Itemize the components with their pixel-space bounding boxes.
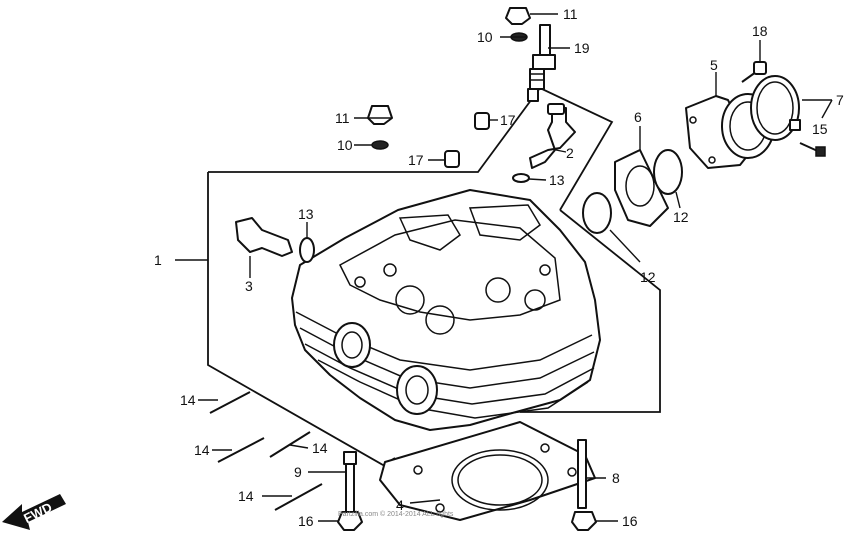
callout-19: 19	[574, 40, 590, 56]
callout-6: 6	[634, 109, 642, 125]
callout-10a: 10	[477, 29, 493, 45]
callout-7: 7	[836, 92, 844, 108]
callout-14c: 14	[312, 440, 328, 456]
intake-bolt	[741, 61, 767, 83]
callout-18: 18	[752, 23, 768, 39]
dowel-pin-mid	[444, 150, 460, 168]
callout-3: 3	[245, 278, 253, 294]
stud-bolt-4	[274, 483, 323, 511]
callout-12b: 12	[640, 269, 656, 285]
callout-11a: 11	[563, 6, 578, 22]
callout-8: 8	[612, 470, 620, 486]
cylinder-head-gasket	[379, 421, 596, 521]
cap-nut-mid	[367, 105, 393, 125]
callout-17a: 17	[500, 112, 516, 128]
o-ring-upper	[512, 173, 530, 183]
head-bolt-right	[577, 439, 587, 509]
o-ring-left	[299, 237, 315, 263]
callout-11b: 11	[335, 110, 350, 126]
o-ring-insulator-rear	[582, 192, 612, 234]
washer-mid	[371, 140, 389, 150]
flange-nut-right	[571, 511, 597, 531]
cap-nut-top	[505, 7, 531, 25]
callout-9: 9	[294, 464, 302, 480]
callout-10b: 10	[337, 137, 353, 153]
forward-arrow-icon	[2, 494, 66, 530]
callout-12a: 12	[673, 209, 689, 225]
copyright-watermark: Partzilla.com © 2014-2014 ALL rights	[338, 510, 454, 518]
callout-14a: 14	[180, 392, 196, 408]
valve-adjuster-lower	[235, 217, 293, 257]
stud-bolt-3	[269, 431, 311, 458]
leader-lines	[198, 13, 833, 522]
callout-1: 1	[154, 252, 162, 268]
o-ring-insulator-front	[653, 149, 683, 195]
flange-nut-left	[337, 511, 363, 531]
dowel-pin-top	[474, 112, 490, 130]
callout-13a: 13	[549, 172, 565, 188]
intake-clamp	[750, 75, 801, 141]
spark-plug	[527, 24, 556, 102]
stud-bolt-1	[209, 391, 251, 414]
callout-16b: 16	[622, 513, 638, 529]
callout-13b: 13	[298, 206, 314, 222]
callout-labels: 1 2 3 4 5 6 7 8 9 10 10 11 11 12 12 13 1…	[154, 6, 844, 529]
stud-bolt-2	[217, 437, 265, 463]
forward-label: FWD	[21, 500, 54, 526]
callout-16a: 16	[298, 513, 314, 529]
callout-14b: 14	[194, 442, 210, 458]
callout-2: 2	[566, 145, 574, 161]
valve-adjuster-upper	[529, 103, 576, 169]
cylinder-head	[291, 189, 601, 431]
callout-14d: 14	[238, 488, 254, 504]
callout-17b: 17	[408, 152, 424, 168]
callout-4: 4	[396, 497, 404, 513]
assembly-bracket-lower	[520, 209, 661, 413]
callout-5: 5	[710, 57, 718, 73]
callout-15: 15	[812, 121, 828, 137]
head-bolt-left	[343, 451, 357, 515]
